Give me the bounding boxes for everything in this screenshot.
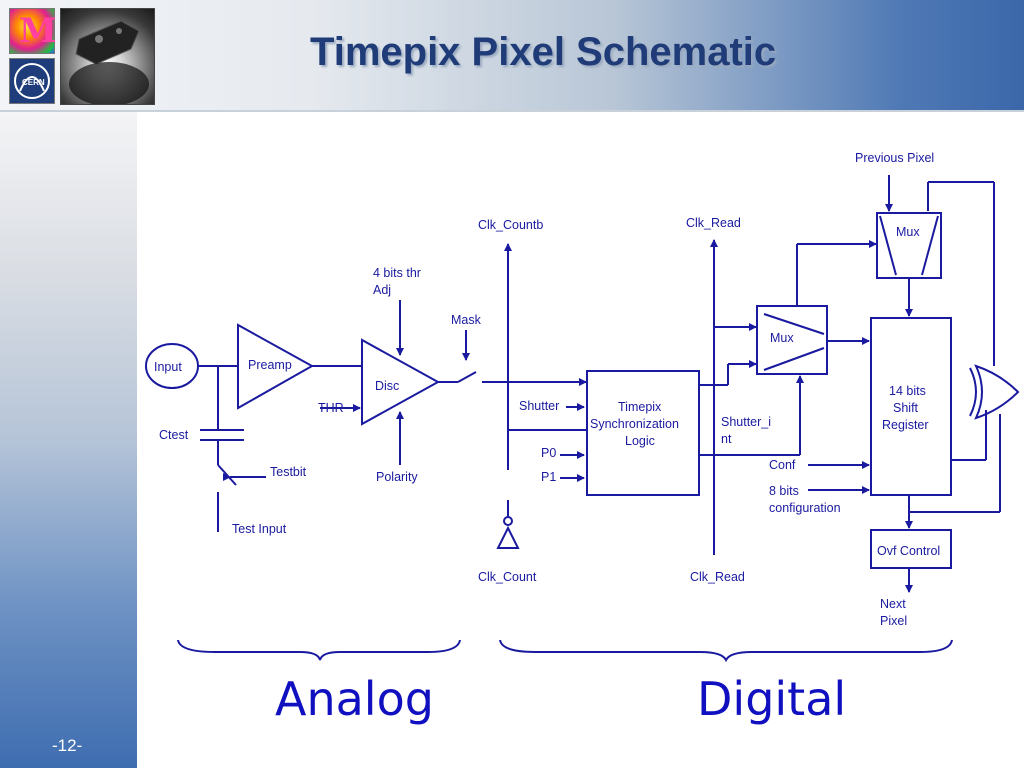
next-pixel-label-2: Pixel xyxy=(880,614,907,628)
p0-label: P0 xyxy=(541,446,556,460)
discriminator xyxy=(361,338,441,426)
preamp-label: Preamp xyxy=(248,358,292,372)
shift-register-label-1: 14 bits xyxy=(889,384,926,398)
sync-logic-label-3: Logic xyxy=(625,434,655,448)
sync-logic-label-2: Synchronization xyxy=(590,417,679,431)
bits-config-label-1: 8 bits xyxy=(769,484,799,498)
mask-switch xyxy=(457,371,477,383)
p1-label: P1 xyxy=(541,470,556,484)
thr-adj-label-2: Adj xyxy=(373,283,391,297)
analog-label: Analog xyxy=(275,672,434,726)
clk-read-top-label: Clk_Read xyxy=(686,216,741,230)
testbit-label: Testbit xyxy=(270,465,307,479)
ovf-control-label: Ovf Control xyxy=(877,544,940,558)
detector-photo xyxy=(60,8,155,105)
digital-label: Digital xyxy=(697,672,846,726)
clk-count-label: Clk_Count xyxy=(478,570,537,584)
mux-top-label: Mux xyxy=(896,225,920,239)
xor-gate xyxy=(974,364,1020,420)
mask-label: Mask xyxy=(451,313,482,327)
testbit-switch xyxy=(217,464,237,486)
mux-middle-label: Mux xyxy=(770,331,794,345)
ovf-control-block xyxy=(870,529,952,569)
shutter-int-label-1: Shutter_i xyxy=(721,415,771,429)
header-bar xyxy=(0,0,1024,110)
shift-register xyxy=(870,317,952,496)
shift-register-label-3: Register xyxy=(882,418,929,432)
sync-logic-block xyxy=(586,370,700,496)
thr-label: THR xyxy=(318,401,344,415)
shift-register-label-2: Shift xyxy=(893,401,919,415)
digital-brace xyxy=(499,639,953,663)
mux-middle xyxy=(756,305,828,375)
clk-count-inverter xyxy=(496,525,520,549)
sync-logic-label-1: Timepix xyxy=(618,400,662,414)
disc-label: Disc xyxy=(375,379,399,393)
header-divider xyxy=(0,110,1024,112)
next-pixel-label-1: Next xyxy=(880,597,906,611)
mux-top xyxy=(876,212,942,279)
medipix-logo: M xyxy=(9,8,57,54)
thr-adj-label-1: 4 bits thr xyxy=(373,266,421,280)
timepix-schematic: Input Ctest Testbit Test Input Preamp Di… xyxy=(145,151,1020,726)
test-input-label: Test Input xyxy=(232,522,287,536)
conf-label: Conf xyxy=(769,458,796,472)
analog-brace xyxy=(177,639,461,661)
input-label: Input xyxy=(154,360,182,374)
preamp-amplifier xyxy=(237,323,315,410)
polarity-label: Polarity xyxy=(376,470,418,484)
shutter-int-label-2: nt xyxy=(721,432,732,446)
page-number: -12- xyxy=(52,736,83,755)
clk-countb-label: Clk_Countb xyxy=(478,218,543,232)
shutter-label: Shutter xyxy=(519,399,559,413)
previous-pixel-label: Previous Pixel xyxy=(855,151,934,165)
page-title: Timepix Pixel Schematic xyxy=(310,30,777,74)
ctest-label: Ctest xyxy=(159,428,189,442)
svg-text:CERN: CERN xyxy=(22,78,45,87)
bits-config-label-2: configuration xyxy=(769,501,841,515)
sidebar-gradient xyxy=(0,112,137,768)
cern-logo: CERN xyxy=(9,58,55,104)
clk-read-bottom-label: Clk_Read xyxy=(690,570,745,584)
